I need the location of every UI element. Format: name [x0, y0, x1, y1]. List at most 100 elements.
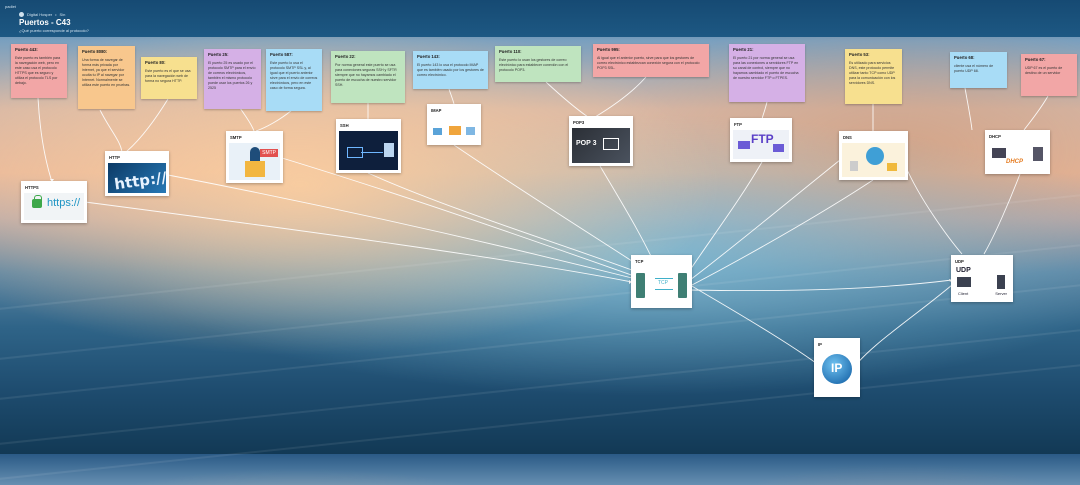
note-port-22[interactable]: Puerto 22: Por norma general este puerto… [331, 51, 405, 103]
note-port-53[interactable]: Puerto 53: Es utilizado para servicios D… [845, 49, 902, 104]
dns-image [842, 143, 905, 177]
pop3-image: POP 3 [572, 128, 630, 163]
imap-image [430, 116, 478, 142]
card-http[interactable]: HTTP http://www [105, 151, 169, 196]
client-label: Client [958, 291, 969, 296]
connector [849, 284, 953, 373]
note-body: Este puerto lo usa el protocolo SMTP SSL… [270, 61, 318, 90]
note-title: Puerto 68: [954, 55, 975, 60]
card-imap[interactable]: IMAP [427, 104, 481, 145]
card-ftp[interactable]: FTP FTP [730, 118, 792, 162]
avatar[interactable] [19, 12, 24, 17]
server-icon [850, 161, 858, 171]
card-label: DNS [843, 135, 852, 140]
breadcrumb-author[interactable]: Digital Hosper [27, 12, 53, 17]
connector [84, 201, 633, 283]
ftp-image: FTP [733, 130, 789, 159]
connector [761, 101, 768, 120]
connector [167, 174, 633, 279]
smtp-tag: SMTP [260, 149, 278, 157]
note-port-995[interactable]: Puerto 995: Al igual que el anterior pue… [593, 44, 709, 77]
card-label: SMTP [230, 135, 242, 140]
note-body: Este puerto es también para la navegació… [15, 56, 61, 85]
board-header: padlet Digital Hosper • Sin Puertos - C4… [0, 0, 1080, 37]
connector [689, 284, 829, 373]
card-label: TCP [635, 259, 644, 264]
server-icon [997, 275, 1005, 289]
note-port-21[interactable]: Puerto 21: El puerto 21 por norma genera… [729, 44, 805, 102]
note-port-143[interactable]: Puerto 143: El puerto 143 lo usa el prot… [413, 51, 488, 89]
note-title: Puerto 110: [499, 49, 522, 54]
globe-icon [822, 354, 852, 384]
note-body: Es utilizado para servicios DNS, este pr… [849, 61, 896, 85]
padlock-shackle-icon [34, 195, 42, 202]
note-title: Puerto 22: [335, 54, 356, 59]
note-port-8080[interactable]: Puerto 8080: Una forma de navegar de for… [78, 46, 135, 109]
note-port-443[interactable]: Puerto 443: Este puerto es también para … [11, 44, 67, 98]
note-body: Este puerto lo usan los gestores de corr… [499, 58, 569, 72]
note-title: Puerto 143: [417, 54, 440, 59]
note-port-110[interactable]: Puerto 110: Este puerto lo usan los gest… [495, 46, 581, 82]
ssh-image [339, 131, 398, 170]
https-image: https:// [24, 193, 84, 220]
note-body: Una forma de navegar de forma más privad… [82, 58, 131, 87]
card-label: DHCP [989, 134, 1001, 139]
dhcp-text: DHCP [1006, 159, 1024, 165]
note-port-587[interactable]: Puerto 587: Este puerto lo usa el protoc… [266, 49, 322, 111]
computer-icon [957, 277, 971, 287]
breadcrumb-separator: • [55, 12, 57, 17]
card-udp[interactable]: UDP UDP Client Server [951, 255, 1013, 302]
connector [983, 173, 1021, 255]
server-icon [678, 273, 687, 298]
folder-icon [738, 141, 750, 149]
card-label: SSH [340, 123, 349, 128]
note-title: Puerto 8080: [82, 49, 108, 54]
pop3-text: POP 3 [576, 140, 597, 147]
card-label: IMAP [431, 108, 442, 113]
card-pop3[interactable]: POP3 POP 3 [569, 116, 633, 166]
note-body: El puerto 25 es usado por el protocolo S… [208, 61, 256, 90]
connector [281, 157, 641, 279]
computer-icon [887, 163, 897, 171]
note-port-67[interactable]: Puerto 67: UDP 67 es el puerto de destin… [1021, 54, 1077, 96]
app-crumb[interactable]: padlet [5, 4, 16, 9]
page-subtitle: ¿Qué puerto corresponde al protocolo? [19, 28, 89, 33]
card-smtp[interactable]: SMTP SMTP [226, 131, 283, 183]
dhcp-image: DHCP [988, 142, 1047, 171]
server-icon [1033, 147, 1043, 161]
card-label: FTP [734, 122, 742, 127]
card-ssh[interactable]: SSH [336, 119, 401, 173]
card-dns[interactable]: DNS [839, 131, 908, 180]
note-body: Por norma general este puerto se usa par… [335, 63, 397, 87]
note-title: Puerto 80: [145, 60, 166, 65]
note-port-25[interactable]: Puerto 25: El puerto 25 es usado por el … [204, 49, 261, 109]
http-image: http://www [108, 163, 166, 193]
person-icon [250, 147, 260, 161]
computer-icon [992, 148, 1006, 158]
envelope-icon [603, 138, 619, 150]
connector [685, 161, 763, 277]
card-dhcp[interactable]: DHCP DHCP [985, 130, 1050, 174]
card-label: HTTPS [25, 185, 39, 190]
card-ip[interactable]: IP IP [814, 338, 860, 397]
connector [904, 164, 963, 255]
connector [689, 279, 953, 292]
note-port-80[interactable]: Puerto 80: Este puerto es el que se usa … [141, 57, 197, 99]
tcp-text: TCP [658, 280, 668, 286]
connector [125, 98, 169, 153]
card-https[interactable]: HTTPS https:// [21, 181, 87, 223]
card-tcp[interactable]: TCP TCP [631, 255, 692, 308]
note-port-68[interactable]: Puerto 68: cliente usa el número de puer… [950, 52, 1007, 88]
page-title: Puertos - C43 [19, 18, 71, 27]
ftp-text: FTP [751, 132, 774, 146]
ip-text: IP [831, 361, 843, 375]
arrow-left-icon [655, 289, 673, 290]
envelope-icon [245, 161, 265, 177]
connector [367, 172, 649, 277]
note-title: Puerto 443: [15, 47, 38, 52]
udp-text: UDP [956, 267, 971, 274]
card-label: UDP [955, 259, 964, 264]
note-body: cliente usa el número de puerto UDP 68. [954, 64, 994, 73]
tcp-image: TCP [634, 267, 689, 305]
connector [689, 159, 841, 281]
